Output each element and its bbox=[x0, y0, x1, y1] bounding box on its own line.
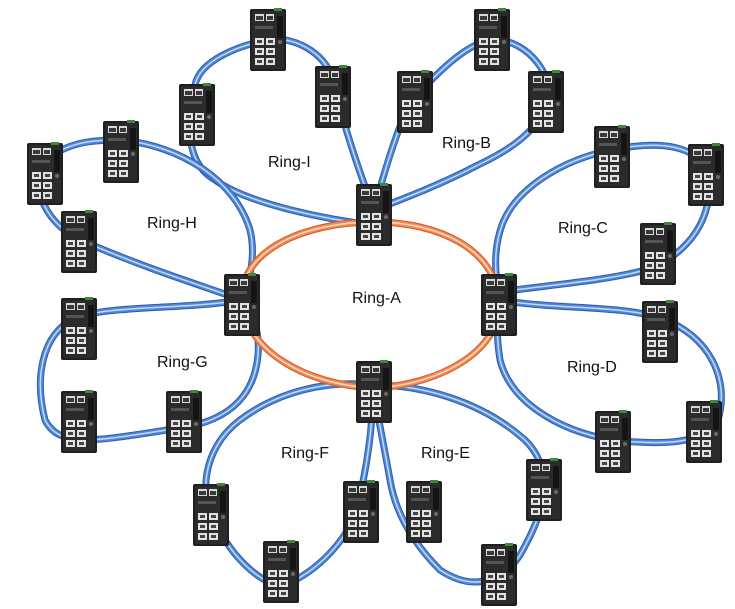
ring-H-cable bbox=[35, 136, 256, 304]
switch-ring-I-3 bbox=[315, 65, 351, 128]
switch-ring-H-2 bbox=[27, 142, 63, 205]
switch-ring-D-1 bbox=[642, 300, 678, 363]
switch-ring-F-2 bbox=[343, 480, 379, 543]
switch-ring-I-2 bbox=[179, 83, 215, 146]
ring-A-label: Ring-A bbox=[352, 290, 401, 307]
switch-ring-D-3 bbox=[686, 400, 722, 463]
switch-ring-H-1 bbox=[103, 120, 139, 183]
switch-ring-H-3 bbox=[61, 210, 97, 273]
ring-C-cable bbox=[492, 141, 713, 296]
switch-ring-F-1 bbox=[193, 483, 229, 546]
switch-ring-I-1 bbox=[250, 8, 286, 71]
switch-ring-A-left bbox=[224, 273, 260, 336]
switch-ring-C-3 bbox=[640, 222, 676, 285]
ring-D-label: Ring-D bbox=[567, 359, 617, 376]
switch-ring-B-1 bbox=[474, 8, 510, 71]
ring-E-cable bbox=[370, 381, 548, 586]
switch-ring-C-2 bbox=[688, 143, 724, 206]
switch-ring-C-1 bbox=[594, 125, 630, 188]
switch-ring-B-2 bbox=[397, 70, 433, 133]
ring-F-label: Ring-F bbox=[281, 445, 329, 462]
ring-B-label: Ring-B bbox=[442, 135, 491, 152]
ring-labels: Ring-A Ring-I Ring-B Ring-H Ring-C Ring-… bbox=[147, 135, 617, 462]
switch-ring-G-1 bbox=[61, 297, 97, 360]
ring-I-label: Ring-I bbox=[268, 154, 311, 171]
switch-ring-E-2 bbox=[526, 458, 562, 521]
switch-ring-F-3 bbox=[263, 540, 299, 603]
switch-ring-A-bottom bbox=[356, 360, 392, 423]
switch-ring-A-top bbox=[356, 183, 392, 246]
switch-ring-B-3 bbox=[528, 70, 564, 133]
ring-E-label: Ring-E bbox=[421, 445, 470, 462]
switch-ring-E-3 bbox=[481, 543, 517, 606]
switch-ring-G-3 bbox=[166, 390, 202, 453]
switch-ring-G-2 bbox=[61, 390, 97, 453]
ring-C-label: Ring-C bbox=[558, 220, 608, 237]
sub-ring-cables bbox=[35, 35, 725, 589]
switch-ring-A-right bbox=[481, 273, 517, 336]
ring-H-label: Ring-H bbox=[147, 215, 197, 232]
ring-G-label: Ring-G bbox=[157, 354, 208, 371]
switch-ring-E-1 bbox=[406, 480, 442, 543]
switch-ring-D-2 bbox=[595, 410, 631, 473]
